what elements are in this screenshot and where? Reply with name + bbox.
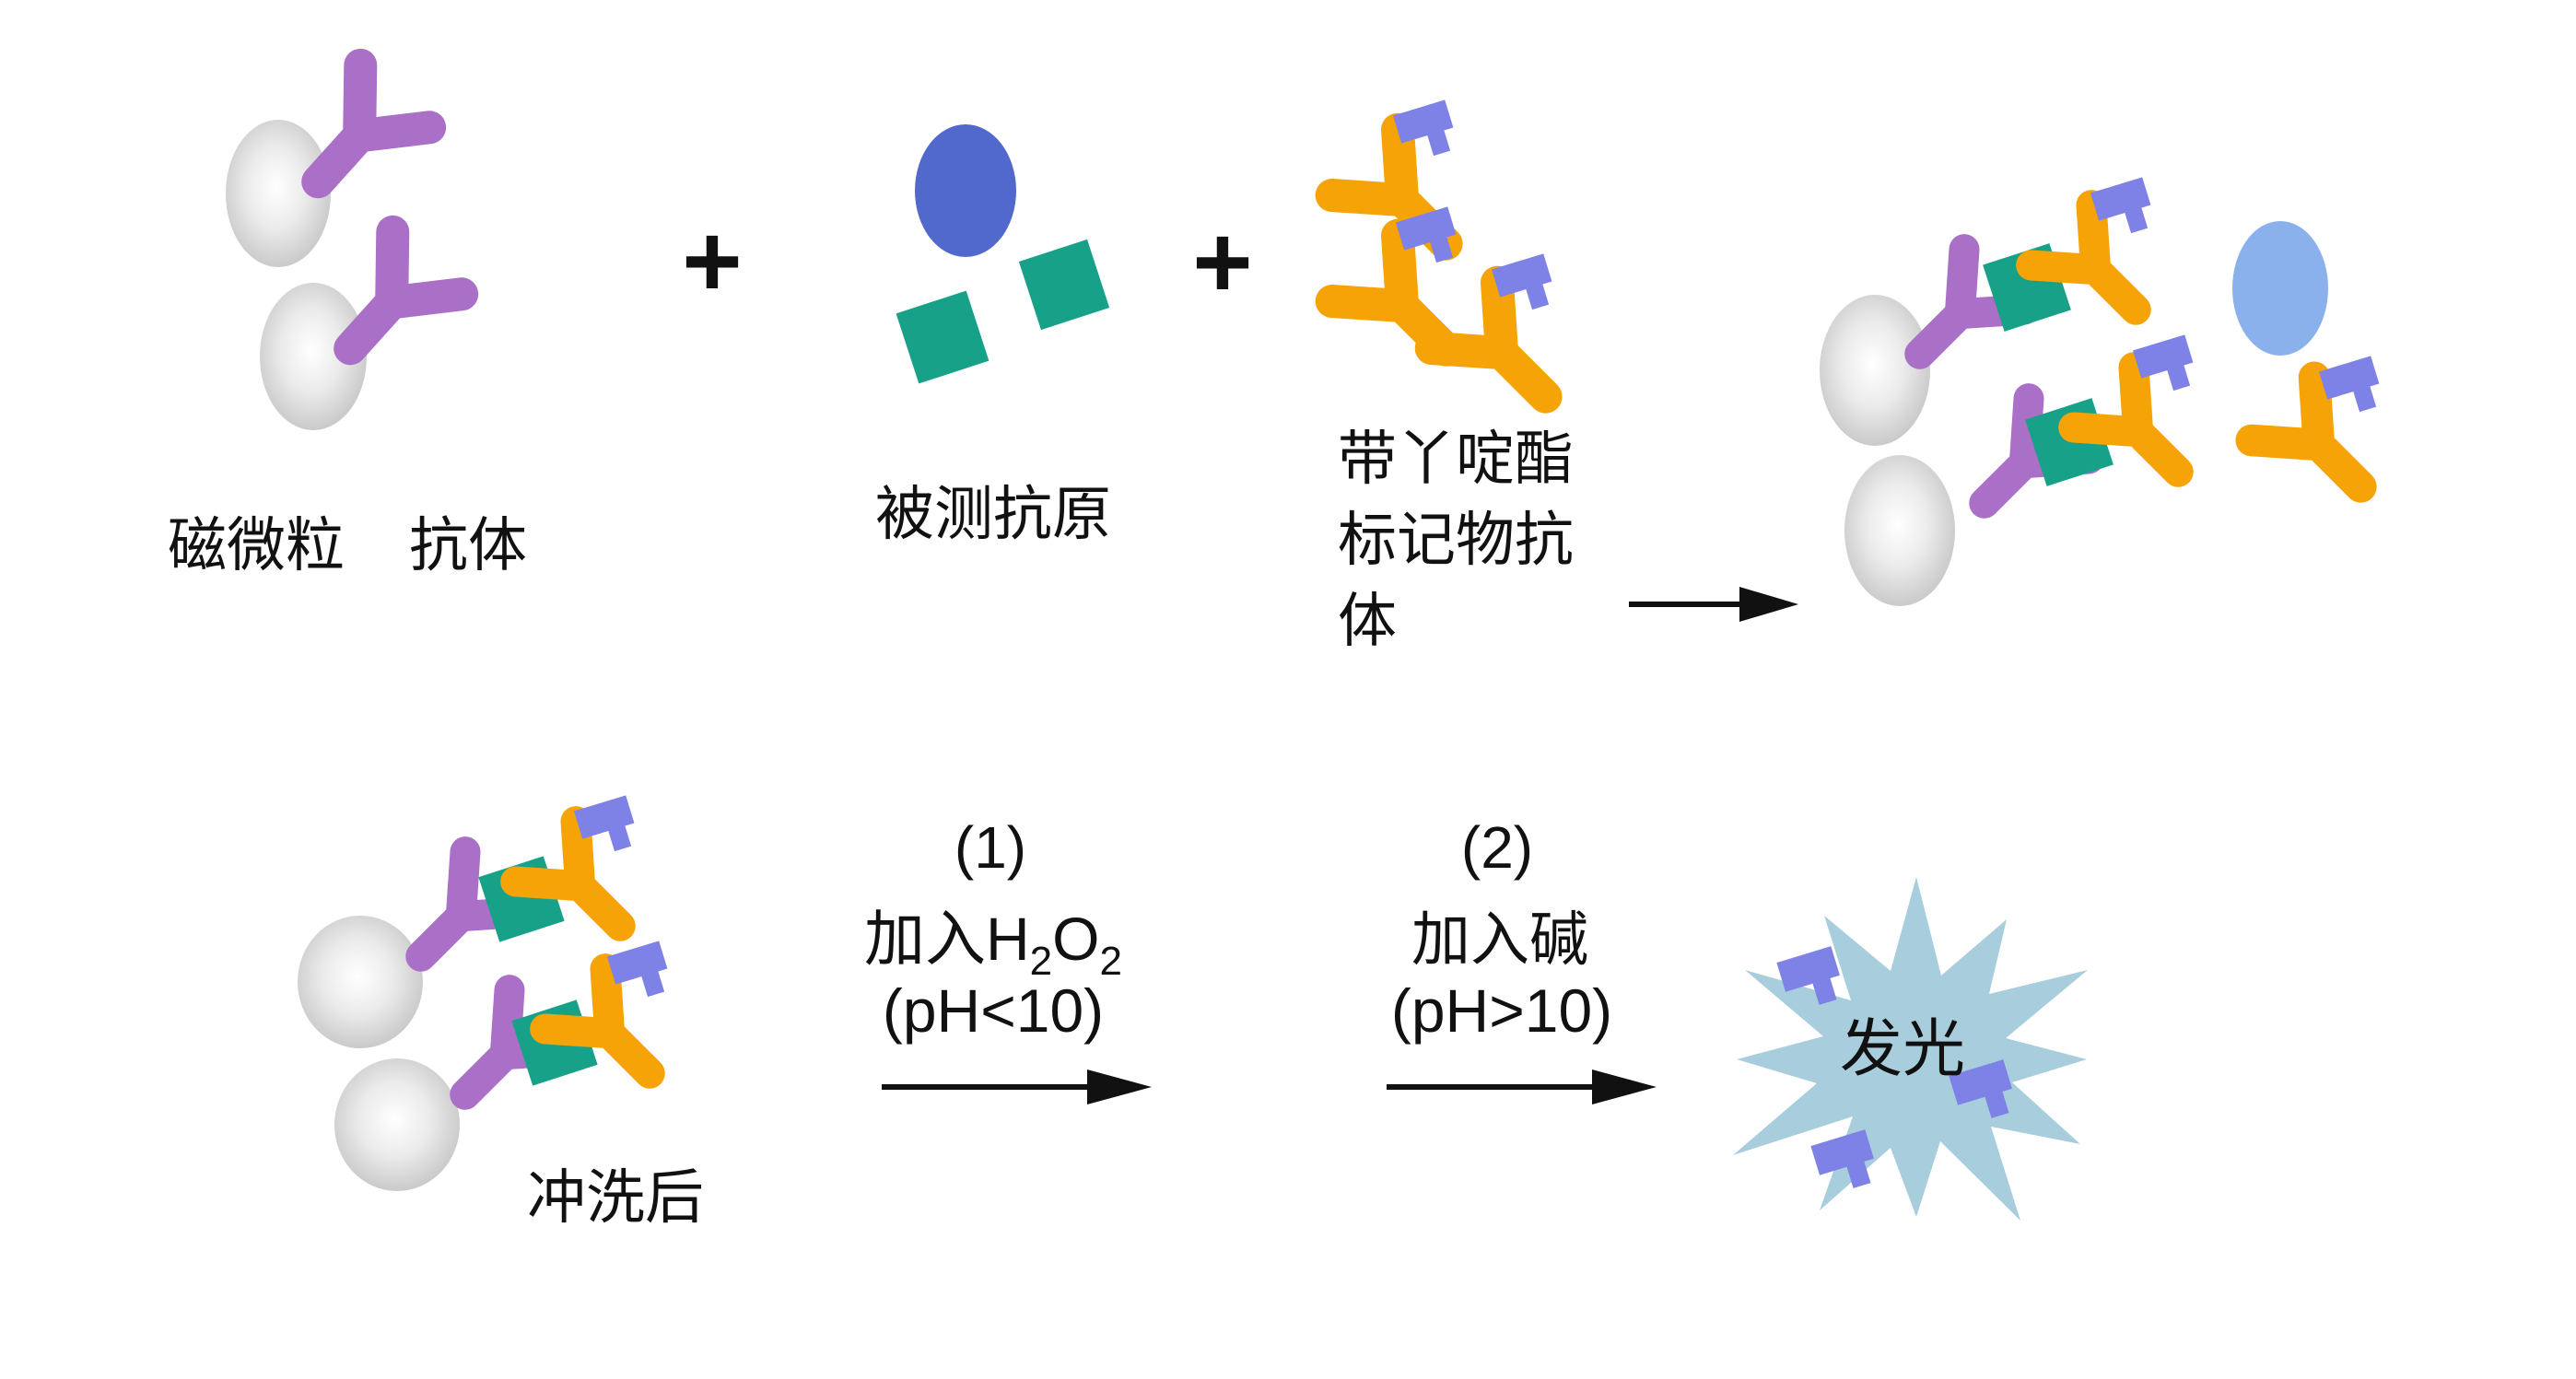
magnetic-particle [298, 916, 423, 1048]
tracer-antibody [2074, 368, 2208, 502]
magnetic-particle [226, 120, 331, 267]
tracer-antibody-label-line3: 体 [1338, 588, 1397, 654]
magnetic-particle-antibody-reagent: 磁微粒 抗体 [168, 65, 527, 578]
antigen-fragment [1018, 239, 1110, 331]
free-antigen [2232, 221, 2328, 356]
antigen-fragment [896, 290, 989, 384]
tracer-antibody [516, 822, 650, 956]
luminescence-burst: 发光 [1733, 877, 2088, 1221]
step1-reagent: 加入H2O2 [864, 905, 1122, 984]
step2-condition: (pH>10) [1391, 976, 1612, 1045]
capture-antibody-label: 抗体 [409, 512, 527, 578]
luminescence-label: 发光 [1840, 1014, 1965, 1084]
step1-arrow-icon [882, 1069, 1152, 1104]
bound-complex [1820, 177, 2393, 606]
step2-number: (2) [1461, 814, 1533, 881]
step1-condition: (pH<10) [883, 976, 1104, 1045]
step2-arrow-icon [1387, 1069, 1657, 1104]
antigen-protein [915, 124, 1016, 257]
tracer-antibody-label-line2: 标记物抗 [1338, 507, 1574, 573]
magnetic-particle [334, 1058, 460, 1191]
tracer-antibody [1432, 283, 1579, 430]
magnetic-particle [260, 283, 367, 430]
step2-reagent: 加入碱 [1411, 906, 1588, 973]
binding-reaction-arrow-icon [1629, 587, 1798, 622]
magnetic-particle [1844, 455, 1955, 606]
magnetic-particle [1820, 295, 1930, 446]
step-1: (1) 加入H2O2 (pH<10) [864, 814, 1152, 1104]
wash-label: 冲洗后 [527, 1164, 704, 1231]
washed-complex: 冲洗后 [298, 795, 704, 1231]
antigen-reagent: 被测抗原 [875, 124, 1111, 547]
starburst-icon [1733, 877, 2088, 1221]
plus-icon: + [1192, 205, 1252, 320]
antigen-label: 被测抗原 [875, 481, 1111, 547]
tracer-antibody-reagent: 带丫啶酯 标记物抗 体 [1332, 99, 1579, 654]
magnetic-particle-label: 磁微粒 [168, 512, 345, 578]
step-2: (2) 加入碱 (pH>10) [1387, 814, 1657, 1104]
tracer-antibody-label-line1: 带丫啶酯 [1338, 426, 1574, 492]
plus-icon: + [682, 204, 742, 319]
step1-number: (1) [954, 814, 1026, 881]
